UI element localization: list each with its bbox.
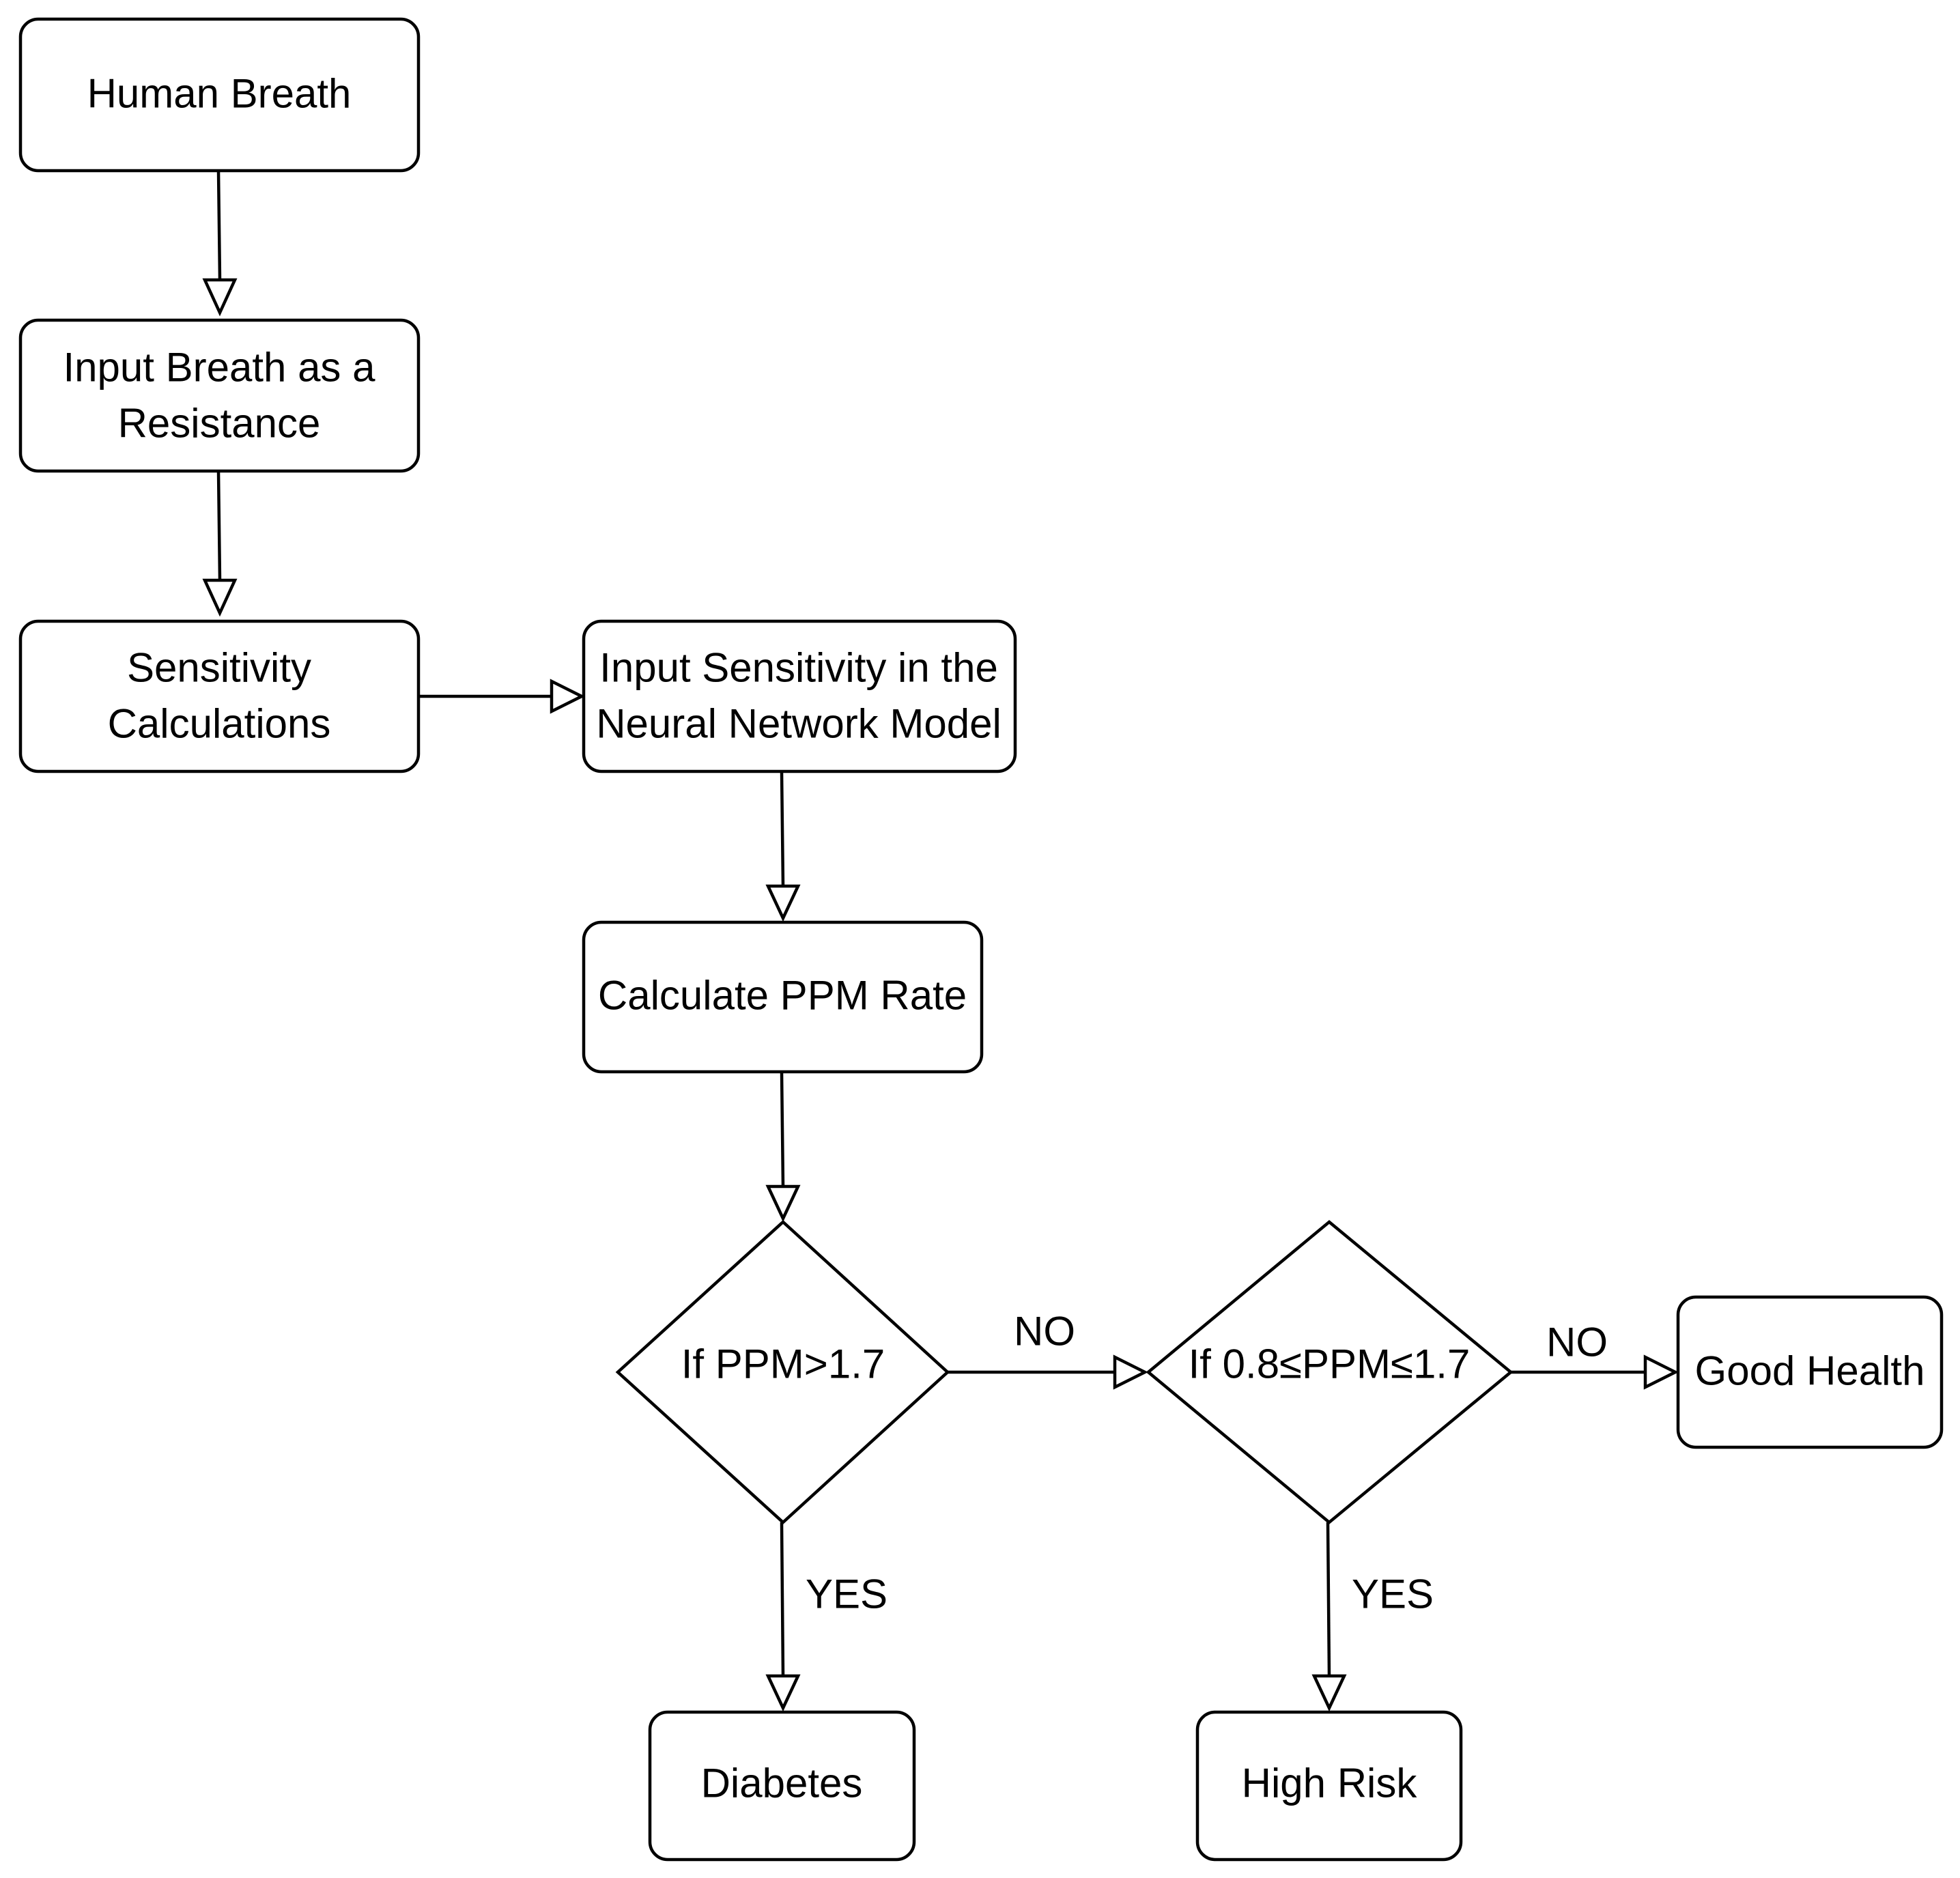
node-label: Calculations — [108, 701, 331, 747]
arrow-head — [550, 679, 586, 714]
edge-decision-high-no — [948, 1354, 1149, 1390]
edge-decision-mid-no — [1511, 1354, 1679, 1390]
arrow-head — [1113, 1354, 1149, 1390]
node-sensitivity-calculations: Sensitivity Calculations — [18, 619, 421, 773]
node-label: Resistance — [118, 401, 321, 446]
edge-decision-mid-yes — [1311, 1522, 1347, 1712]
edge-decision-high-yes — [765, 1522, 801, 1712]
arrow-head — [1643, 1354, 1679, 1390]
edge-sensitivity-to-input-sensitivity — [418, 679, 586, 714]
node-label: Calculate PPM Rate — [598, 973, 967, 1019]
node-good-health: Good Health — [1676, 1295, 1944, 1449]
arrow-head — [202, 578, 238, 617]
edge-label-yes: YES — [1352, 1571, 1434, 1617]
decision-label: If 0.8≤PPM≤1.7 — [1189, 1341, 1471, 1387]
edge-human-breath-to-input-breath — [202, 170, 238, 317]
node-input-breath: Input Breath as a Resistance — [18, 318, 421, 473]
edge-label-yes: YES — [806, 1571, 887, 1617]
node-label: Human Breath — [87, 71, 352, 117]
node-label: Sensitivity — [127, 645, 311, 691]
node-human-breath: Human Breath — [18, 17, 421, 173]
node-calculate-ppm-rate: Calculate PPM Rate — [582, 920, 984, 1074]
node-label: Diabetes — [701, 1761, 863, 1806]
node-label: Input Breath as a — [63, 345, 376, 390]
arrow-head — [202, 278, 238, 317]
decision-label: If PPM>1.7 — [681, 1341, 885, 1387]
decision-ppm-high: If PPM>1.7 — [615, 1219, 950, 1525]
node-label: Input Sensitivity in the — [599, 645, 998, 691]
edge-label-no: NO — [1546, 1320, 1608, 1365]
edge-calc-ppm-to-decision-high — [765, 1071, 801, 1223]
arrow-head — [765, 1674, 801, 1712]
node-label: Good Health — [1695, 1348, 1925, 1394]
node-input-sensitivity: Input Sensitivity in the Neural Network … — [582, 619, 1017, 773]
arrow-head — [765, 1184, 801, 1223]
edge-input-sensitivity-to-calc-ppm — [765, 771, 801, 922]
node-high-risk: High Risk — [1195, 1710, 1463, 1862]
arrow-head — [765, 884, 801, 922]
edge-input-breath-to-sensitivity — [202, 470, 238, 617]
decision-ppm-mid: If 0.8≤PPM≤1.7 — [1146, 1220, 1514, 1524]
node-diabetes: Diabetes — [648, 1710, 916, 1862]
arrow-head — [1311, 1674, 1347, 1712]
node-label: High Risk — [1242, 1761, 1418, 1806]
edge-label-no: NO — [1014, 1309, 1075, 1354]
node-label: Neural Network Model — [596, 701, 1002, 747]
